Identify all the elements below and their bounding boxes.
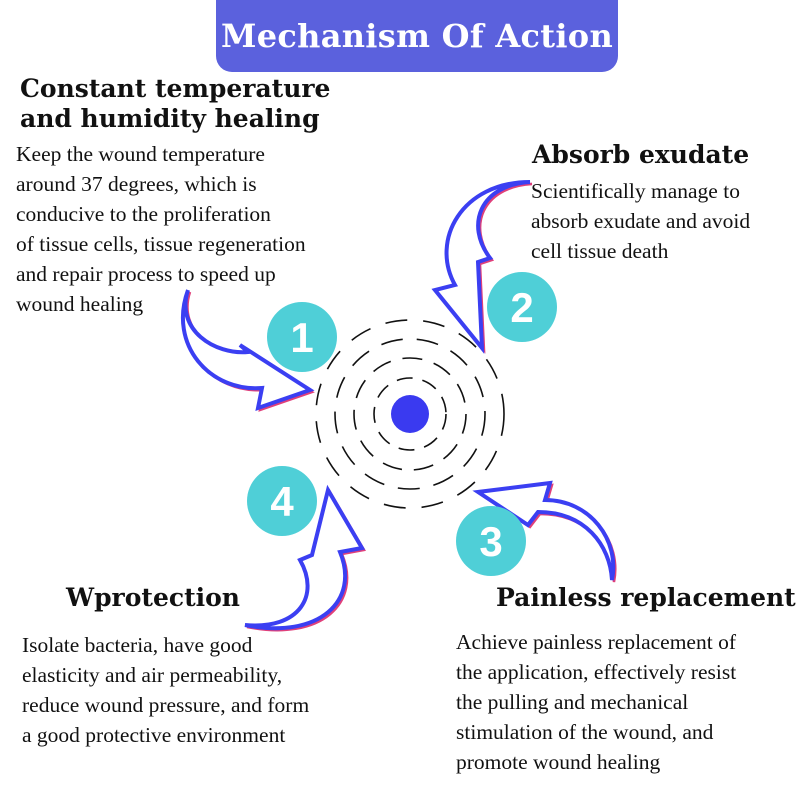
description-line: elasticity and air permeability, <box>22 663 283 687</box>
description-line: and repair process to speed up <box>16 262 276 286</box>
ring-3 <box>334 338 486 490</box>
description-line: around 37 degrees, which is <box>16 172 257 196</box>
badge-1-number: 1 <box>290 314 313 361</box>
description-line: Isolate bacteria, have good <box>22 633 253 657</box>
badge-2: 2 <box>487 272 557 342</box>
description-line: Scientifically manage to <box>531 179 740 203</box>
description-line: promote wound healing <box>456 750 661 774</box>
badge-3: 3 <box>456 506 526 576</box>
section-1-heading: Constant temperature and humidity healin… <box>20 74 330 134</box>
arrow-3-icon <box>472 480 617 583</box>
section-1-description: Keep the wound temperature around 37 deg… <box>16 139 306 319</box>
badge-3-number: 3 <box>479 518 502 565</box>
heading-line: Absorb exudate <box>532 140 750 169</box>
description-line: of tissue cells, tissue regeneration <box>16 232 306 256</box>
center-dot <box>391 395 429 433</box>
description-line: the application, effectively resist <box>456 660 737 684</box>
description-line: the pulling and mechanical <box>456 690 689 714</box>
arrow-2-icon <box>431 180 533 354</box>
description-line: cell tissue death <box>531 239 669 263</box>
heading-line: Wprotection <box>66 583 240 612</box>
description-line: a good protective environment <box>22 723 286 747</box>
description-line: Keep the wound temperature <box>16 142 265 166</box>
heading-line: Constant temperature <box>20 74 331 103</box>
arrow-1-icon <box>181 289 315 412</box>
section-2-heading: Absorb exudate <box>532 140 749 170</box>
title-banner: Mechanism Of Action <box>216 0 618 72</box>
badge-4: 4 <box>247 466 317 536</box>
concentric-rings <box>315 319 505 509</box>
badge-1: 1 <box>267 302 337 372</box>
description-line: stimulation of the wound, and <box>456 720 714 744</box>
section-3-description: Achieve painless replacement of the appl… <box>456 627 736 777</box>
description-line: Achieve painless replacement of <box>456 630 736 654</box>
heading-line: and humidity healing <box>20 104 320 133</box>
ring-1 <box>373 377 447 451</box>
badge-2-number: 2 <box>510 284 533 331</box>
section-4-description: Isolate bacteria, have good elasticity a… <box>22 630 309 750</box>
description-line: conducive to the proliferation <box>16 202 271 226</box>
heading-line: Painless replacement <box>496 583 796 612</box>
arrow-4-icon <box>244 484 366 632</box>
section-2-description: Scientifically manage to absorb exudate … <box>531 176 750 266</box>
page-title: Mechanism Of Action <box>220 17 614 55</box>
ring-2 <box>353 357 467 471</box>
section-3-heading: Painless replacement <box>496 583 796 613</box>
badge-4-number: 4 <box>270 478 294 525</box>
description-line: reduce wound pressure, and form <box>22 693 310 717</box>
section-4-heading: Wprotection <box>66 583 240 613</box>
description-line: absorb exudate and avoid <box>531 209 751 233</box>
ring-4 <box>315 319 505 509</box>
description-line: wound healing <box>16 292 144 316</box>
